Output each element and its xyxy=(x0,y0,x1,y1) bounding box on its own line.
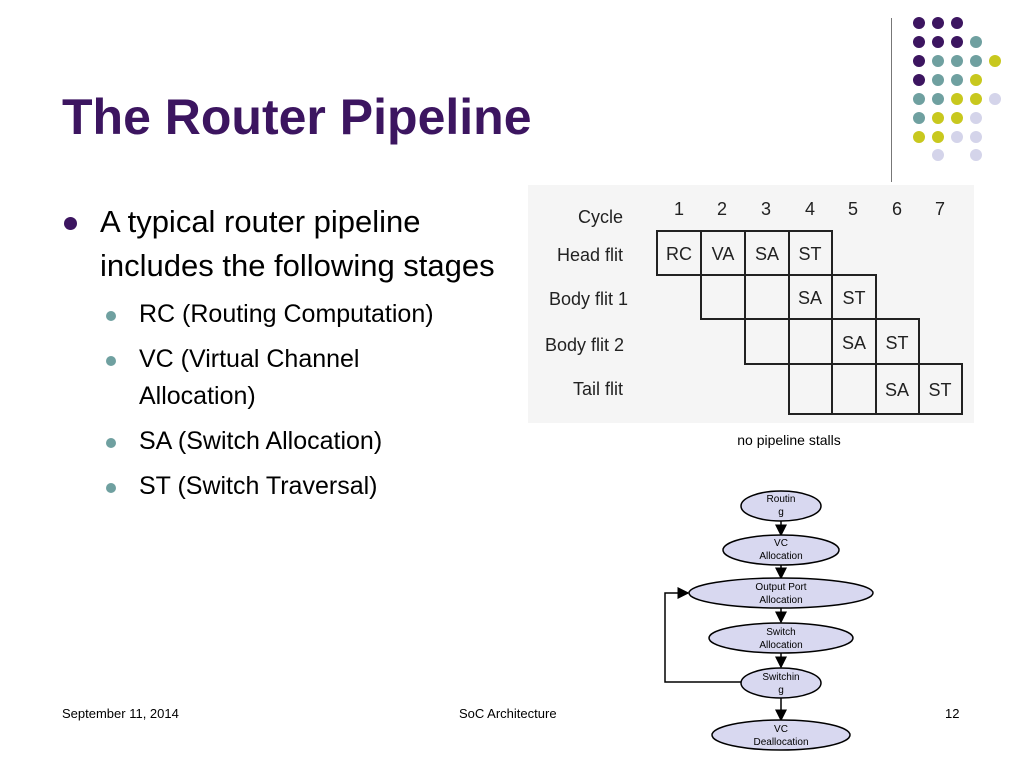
sub-bullet: VC (Virtual Channel Allocation) xyxy=(62,341,459,415)
stage-label: ST xyxy=(842,288,865,308)
stage-label: SA xyxy=(842,333,866,353)
stage-cell xyxy=(700,274,746,320)
sub-bullet-text: SA (Switch Allocation) xyxy=(139,427,383,455)
cycle-number: 2 xyxy=(717,199,727,219)
stage-label: ST xyxy=(928,380,951,400)
stage-label: VA xyxy=(712,244,735,264)
cycle-number: 6 xyxy=(892,199,902,219)
stage-label: ST xyxy=(798,244,821,264)
flit-row-label: Head flit xyxy=(557,245,623,265)
flow-node-vc-allocation xyxy=(722,534,840,566)
flow-node-text: VC xyxy=(774,538,788,549)
sub-bullet-text: ST (Switch Traversal) xyxy=(139,472,378,500)
sub-bullet-list: RC (Routing Computation) VC (Virtual Cha… xyxy=(62,296,522,505)
feedback-loop-connector xyxy=(664,587,781,683)
sub-bullet-marker xyxy=(106,356,116,366)
stage-label: SA xyxy=(885,380,909,400)
stage-cell xyxy=(831,363,877,415)
bullet-list: A typical router pipeline includes the f… xyxy=(62,200,522,513)
flit-row-label: Body flit 2 xyxy=(545,335,624,355)
cycle-number: 3 xyxy=(761,199,771,219)
cycle-number: 4 xyxy=(805,199,815,219)
cycle-number: 5 xyxy=(848,199,858,219)
footer-date: September 11, 2014 xyxy=(62,706,179,721)
sub-bullet: RC (Routing Computation) xyxy=(62,296,459,333)
stage-cell xyxy=(744,318,790,365)
flit-row-label: Tail flit xyxy=(573,379,623,399)
decorative-divider xyxy=(891,18,892,182)
flow-node-switching xyxy=(740,667,822,699)
flow-node-text: Routin xyxy=(767,494,796,505)
sub-bullet: ST (Switch Traversal) xyxy=(62,468,459,505)
flit-row-label: Body flit 1 xyxy=(549,289,628,309)
stage-cell xyxy=(788,363,833,415)
main-bullet: A typical router pipeline includes the f… xyxy=(62,200,522,288)
decorative-dot-grid xyxy=(913,17,1001,161)
flow-node-text: g xyxy=(778,507,784,518)
flow-node-routing xyxy=(740,490,822,522)
table-caption: no pipeline stalls xyxy=(737,432,841,448)
pipeline-timing-diagram: Cycle 1 2 3 4 5 6 7 Head flit Body flit … xyxy=(528,185,974,423)
flow-node-text: Allocation xyxy=(759,640,802,651)
stage-label: SA xyxy=(755,244,779,264)
slide-title: The Router Pipeline xyxy=(62,89,532,145)
flow-node-text: VC xyxy=(774,724,788,735)
sub-bullet-text: RC (Routing Computation) xyxy=(139,300,434,328)
cycle-number: 1 xyxy=(674,199,684,219)
sub-bullet-marker xyxy=(106,483,116,493)
sub-bullet: SA (Switch Allocation) xyxy=(62,423,459,460)
flow-node-vc-deallocation xyxy=(711,719,851,751)
flow-node-text: Allocation xyxy=(759,595,802,606)
stage-cell xyxy=(788,318,833,365)
sub-bullet-marker xyxy=(106,438,116,448)
cycle-number: 7 xyxy=(935,199,945,219)
footer-title: SoC Architecture xyxy=(459,706,557,721)
flow-node-switch-allocation xyxy=(708,622,854,654)
stage-label: RC xyxy=(666,244,692,264)
stage-cell xyxy=(918,363,963,415)
stage-label: SA xyxy=(798,288,822,308)
flow-node-text: Allocation xyxy=(759,551,802,562)
flow-node-output-port-allocation xyxy=(688,577,874,609)
flow-node-text: Deallocation xyxy=(753,737,808,748)
stage-cell xyxy=(744,274,790,320)
flow-node-text: Output Port xyxy=(755,582,806,593)
bullet-marker xyxy=(64,217,77,230)
cycle-header-label: Cycle xyxy=(578,207,623,227)
stage-label: ST xyxy=(885,333,908,353)
sub-bullet-text: VC (Virtual Channel Allocation) xyxy=(139,345,360,410)
flow-node-text: Switchin xyxy=(762,672,799,683)
flow-node-text: Switch xyxy=(766,627,795,638)
sub-bullet-marker xyxy=(106,311,116,321)
main-bullet-text: A typical router pipeline includes the f… xyxy=(100,204,495,283)
flow-node-text: g xyxy=(778,685,784,696)
router-flowchart: Routin g VC Allocation Output Port Alloc… xyxy=(664,490,874,751)
page-number: 12 xyxy=(945,706,960,721)
